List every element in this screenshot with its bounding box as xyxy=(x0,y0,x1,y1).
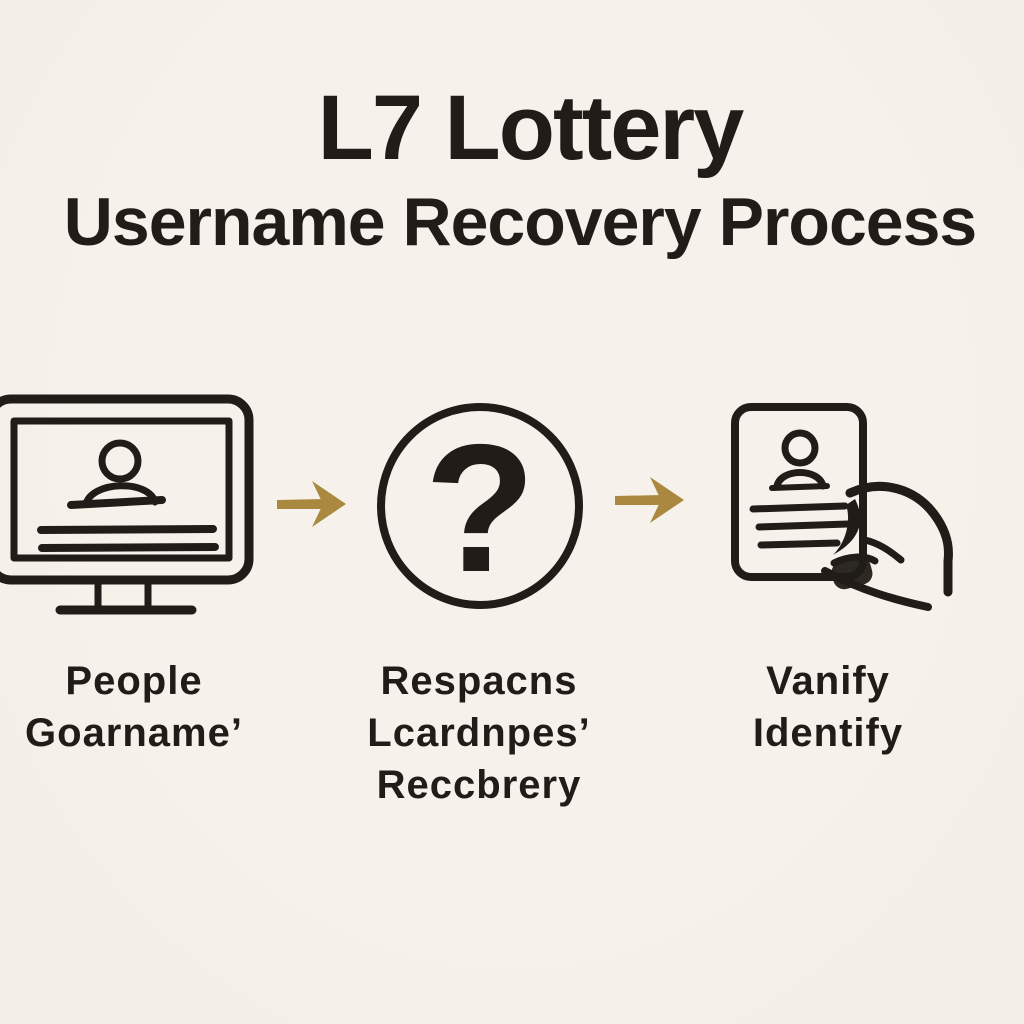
question-mark-circle-icon: ? xyxy=(372,398,588,614)
card-text-line-icon xyxy=(749,502,849,513)
hand-icon xyxy=(821,481,953,611)
question-mark-glyph: ? xyxy=(424,406,535,610)
step-label-line: Respacns xyxy=(380,659,578,703)
right-arrow-icon xyxy=(612,474,688,526)
step-label-2: Respacns Lcardnpes’ Reccbrery xyxy=(329,655,629,811)
card-text-line-icon xyxy=(755,520,852,531)
step-label-3: Vanify Identify xyxy=(678,655,978,759)
user-shoulders-icon xyxy=(82,482,159,508)
monitor-user-icon xyxy=(0,393,256,628)
step-label-line: Identify xyxy=(752,711,904,755)
text-line-icon xyxy=(37,525,217,534)
right-arrow-icon xyxy=(274,478,350,530)
card-photo-head-icon xyxy=(781,429,819,467)
step-label-line: Reccbrery xyxy=(376,763,582,807)
page-title: L7 Lottery xyxy=(317,77,745,179)
step-label-line: Vanify xyxy=(766,659,890,703)
card-text-line-icon xyxy=(757,539,841,549)
step-label-1: People Goarname’ xyxy=(4,655,264,759)
step-label-line: Goarname’ xyxy=(25,711,243,755)
id-card-in-hand-icon xyxy=(715,393,975,643)
step-label-line: Lcardnpes’ xyxy=(367,711,591,755)
monitor-stand-icon xyxy=(94,576,152,612)
user-head-icon xyxy=(98,439,142,483)
step-label-line: People xyxy=(65,659,203,703)
page-subtitle: Username Recovery Process xyxy=(63,184,977,260)
text-line-icon xyxy=(38,543,219,552)
